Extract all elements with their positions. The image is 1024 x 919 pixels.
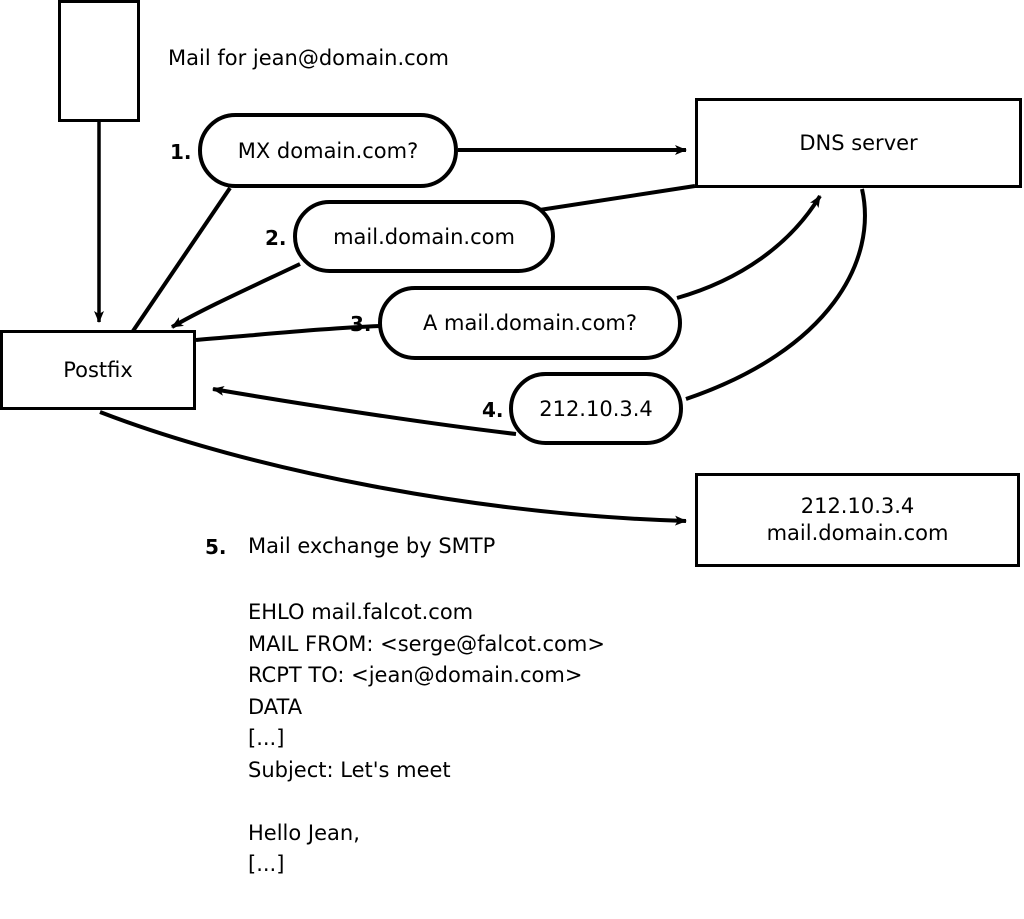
step-1-number: 1.: [170, 140, 192, 164]
step-2-number: 2.: [265, 226, 287, 250]
step-4-label: 212.10.3.4: [539, 396, 653, 421]
dns-server-label: DNS server: [799, 130, 918, 155]
connector-step4-from-dns: [685, 188, 867, 401]
step-3-number: 3.: [350, 312, 372, 336]
step-5-number: 5.: [205, 535, 227, 559]
mail-source-box[interactable]: [58, 0, 140, 122]
connector-step1-query: [131, 186, 232, 333]
incoming-mail-note: Mail for jean@domain.com: [168, 46, 449, 70]
step-1-label: MX domain.com?: [237, 138, 419, 163]
remote-mail-server-ip: 212.10.3.4: [800, 494, 915, 519]
step-5-label: Mail exchange by SMTP: [248, 534, 496, 558]
connector-step3-query: [195, 324, 381, 342]
connector-step2-from-dns: [519, 184, 696, 215]
step-3-label: A mail.domain.com?: [422, 311, 638, 335]
postfix-box[interactable]: Postfix: [0, 330, 196, 410]
connector-step2-to-postfix: [171, 262, 301, 329]
remote-mail-server-host: mail.domain.com: [766, 521, 949, 545]
connector-step4-to-postfix: [212, 385, 517, 436]
step-4-bubble[interactable]: 212.10.3.4: [509, 372, 683, 445]
step-1-bubble[interactable]: MX domain.com?: [198, 113, 458, 188]
remote-mail-server-box[interactable]: 212.10.3.4 mail.domain.com: [695, 473, 1020, 567]
step-4-number: 4.: [482, 398, 504, 422]
postfix-label: Postfix: [63, 357, 133, 382]
smtp-transcript: EHLO mail.falcot.com MAIL FROM: <serge@f…: [248, 600, 605, 919]
dns-server-box[interactable]: DNS server: [695, 98, 1022, 188]
step-2-bubble[interactable]: mail.domain.com: [293, 200, 555, 273]
step-3-bubble[interactable]: A mail.domain.com?: [378, 286, 682, 360]
connector-step3-to-dns: [676, 194, 822, 300]
step-2-label: mail.domain.com: [333, 224, 515, 249]
connector-step5-smtp: [99, 410, 687, 526]
